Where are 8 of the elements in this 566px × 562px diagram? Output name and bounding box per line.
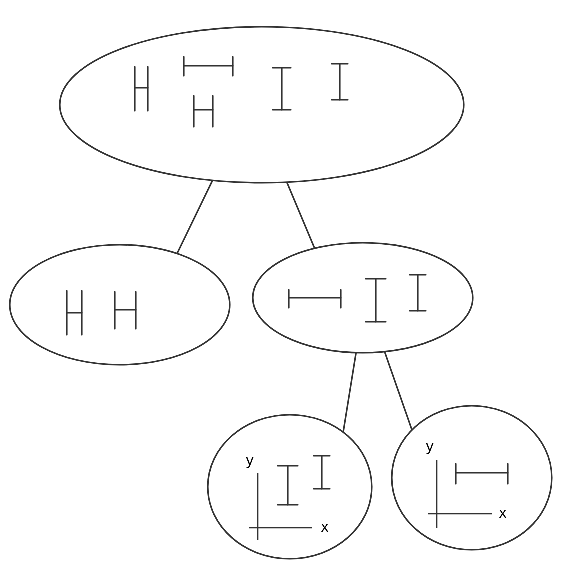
connector-line	[342, 352, 357, 432]
axis-label: x	[499, 510, 507, 518]
connector-line	[286, 182, 316, 249]
connector-line	[384, 352, 413, 430]
connector-line	[176, 180, 214, 254]
axis-label: y	[426, 443, 434, 454]
axis-label: y	[246, 457, 254, 468]
axis-label: x	[321, 524, 329, 532]
